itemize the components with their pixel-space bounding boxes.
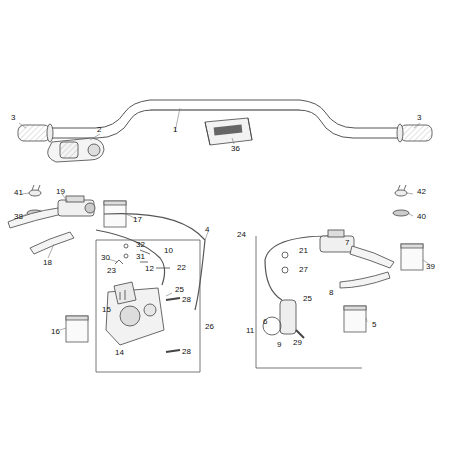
callout-number: 1	[172, 125, 178, 134]
callout-number: 9	[276, 340, 282, 349]
callout-number: 22	[176, 263, 187, 272]
callout-number: 27	[298, 265, 309, 274]
callout-number: 2	[96, 125, 102, 134]
callout-number: 10	[163, 246, 174, 255]
clutch-slave	[263, 252, 304, 338]
callout-number: 19	[55, 187, 66, 196]
brake-caliper	[106, 244, 180, 352]
right-grip	[397, 124, 432, 142]
callout-number: 12	[144, 264, 155, 273]
callout-number: 41	[13, 188, 24, 197]
callout-number: 11	[245, 326, 255, 335]
callout-number: 23	[106, 266, 117, 275]
front-brake-master-cylinder	[8, 196, 95, 228]
callout-number: 31	[135, 252, 146, 261]
clutch-master-cylinder	[320, 230, 394, 288]
callout-number: 15	[101, 305, 112, 314]
callout-number: 4	[204, 225, 210, 234]
callout-number: 38	[13, 212, 24, 221]
callout-number: 28	[181, 295, 192, 304]
bar-pad	[205, 118, 252, 145]
left-grip	[18, 124, 53, 142]
callout-number: 39	[425, 262, 436, 271]
callout-number: 17	[132, 215, 143, 224]
callout-number: 29	[292, 338, 303, 347]
callout-number: 25	[302, 294, 313, 303]
callout-number: 21	[298, 246, 309, 255]
callout-number: 3	[416, 113, 422, 122]
callout-number: 5	[371, 320, 377, 329]
callout-number: 7	[344, 238, 350, 247]
callout-number: 3	[10, 113, 16, 122]
callout-number: 40	[416, 212, 427, 221]
spare-lever	[30, 232, 74, 254]
callout-number: 6	[262, 317, 268, 326]
callout-number: 14	[114, 348, 125, 357]
callout-number: 32	[135, 240, 146, 249]
throttle	[48, 138, 104, 162]
callout-number: 36	[230, 144, 241, 153]
callout-number: 24	[236, 230, 247, 239]
callout-number: 30	[100, 253, 111, 262]
callout-number: 26	[204, 322, 215, 331]
callout-number: 28	[181, 347, 192, 356]
callout-number: 42	[416, 187, 427, 196]
callout-number: 8	[328, 288, 334, 297]
callout-number: 18	[42, 258, 53, 267]
callout-number: 16	[50, 327, 61, 336]
callout-number: 25	[174, 285, 185, 294]
